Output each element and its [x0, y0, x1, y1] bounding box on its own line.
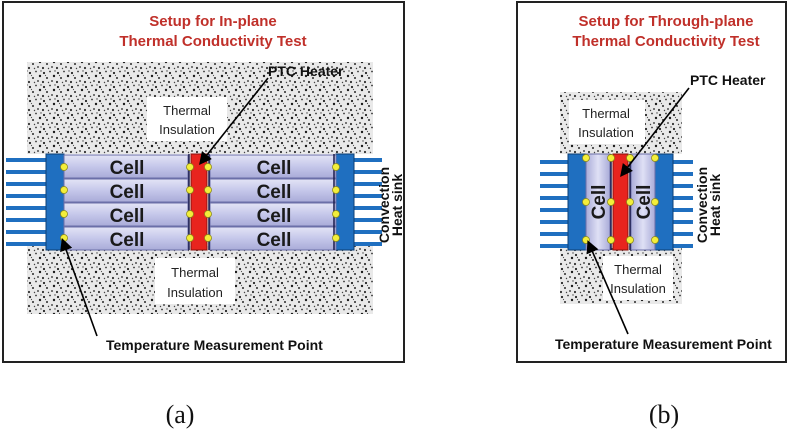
panel-b-left-fins — [540, 160, 568, 248]
panel-a-caption: (a) — [166, 400, 195, 429]
panel-b-cell-label: Cell — [634, 185, 655, 220]
panel-b-temp-label: Temperature Measurement Point — [555, 336, 772, 352]
panel-a-cell-label: Cell — [257, 206, 292, 227]
panel-a-cell-label: Cell — [110, 206, 145, 227]
panel-a-insulation-bottom-line2: Insulation — [167, 285, 223, 300]
panel-b-convection-label: Convection — [694, 167, 710, 243]
panel-a-insulation-bottom-label-box — [155, 258, 235, 304]
panel-b-ptc-arrow — [620, 87, 690, 178]
panel-a-cell-label: Cell — [257, 182, 292, 203]
panel-a-left-fins — [6, 158, 46, 246]
panel-a-ptc-arrow — [199, 77, 269, 166]
panel-b-title-line1: Setup for Through-plane — [579, 13, 754, 30]
panel-a-insulation-bottom-line1: Thermal — [171, 265, 219, 280]
panel-b-title-line2: Thermal Conductivity Test — [572, 33, 759, 50]
panel-a-insulation-top-line1: Thermal — [163, 103, 211, 118]
panel-b-cell-right — [630, 153, 656, 251]
panel-a-cell-label: Cell — [110, 158, 145, 179]
panel-a-cells-right — [209, 154, 337, 251]
panel-a-insulation-top-label-box — [147, 97, 227, 141]
panel-a-temp-label: Temperature Measurement Point — [106, 337, 323, 353]
panel-a-title-line2: Thermal Conductivity Test — [119, 33, 306, 50]
panel-a-convection-label: Convection — [376, 167, 392, 243]
panel-b: Setup for Through-plane Thermal Conducti… — [516, 1, 787, 429]
panel-a-temp-arrow — [60, 237, 98, 337]
panel-a-cell-label: Cell — [257, 230, 292, 251]
panel-b-insulation-bottom-line2: Insulation — [610, 281, 666, 296]
panel-b-heat-sink-label: Heat sink — [707, 174, 723, 236]
panel-b-insulation-top-label-box — [569, 100, 645, 144]
panel-a-ptc-heater — [190, 153, 208, 251]
panel-b-insulation-top-line2: Insulation — [578, 125, 634, 140]
panel-b-right-fins — [673, 160, 693, 248]
panel-a-title-line1: Setup for In-plane — [149, 13, 277, 30]
panel-b-insulation-bottom-line1: Thermal — [614, 262, 662, 277]
panel-b-ptc-label: PTC Heater — [690, 72, 766, 88]
panel-b-cell-label: Cell — [589, 185, 610, 220]
panel-b-caption: (b) — [649, 400, 679, 429]
panel-a-cell-label: Cell — [110, 182, 145, 203]
panel-a-insulation-top-line2: Insulation — [159, 122, 215, 137]
panel-a-right-fins — [354, 158, 382, 246]
panel-a-heat-sink-label: Heat sink — [389, 174, 405, 236]
panel-a: Setup for In-plane Thermal Conductivity … — [2, 1, 405, 429]
panel-a-cell-label: Cell — [257, 158, 292, 179]
panel-b-temp-arrow — [586, 240, 629, 335]
panel-a-ptc-label: PTC Heater — [268, 63, 344, 79]
panel-b-temp-points — [582, 154, 659, 244]
panel-b-ptc-heater — [612, 153, 629, 251]
panel-b-insulation-bottom-label-box — [603, 256, 673, 300]
panel-b-insulation-top-line1: Thermal — [582, 106, 630, 121]
panel-a-cell-label: Cell — [110, 230, 145, 251]
